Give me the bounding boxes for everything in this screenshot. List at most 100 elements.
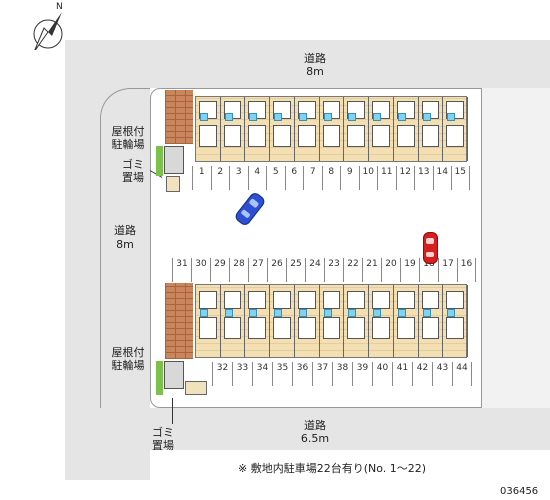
parking-space: 42: [412, 362, 432, 386]
parking-space: 14: [432, 166, 452, 190]
parking-space: 17: [438, 258, 457, 282]
parking-space: 20: [381, 258, 400, 282]
apartment-unit: [369, 97, 394, 161]
parking-space: 32: [212, 362, 232, 386]
garbage-box-bottom: [185, 381, 207, 395]
greenery-bottom: [156, 361, 163, 395]
brick-wall-bottom: [165, 283, 193, 359]
apartment-unit: [196, 97, 221, 161]
apartment-unit: [344, 285, 370, 357]
apartment-unit: [270, 97, 295, 161]
apartment-unit: [294, 285, 320, 357]
apartment-unit: [319, 97, 345, 161]
road-curb-top: [100, 88, 150, 408]
apartment-unit: [393, 285, 419, 357]
parking-space: 31: [172, 258, 191, 282]
bike-parking-bottom-label-2: 駐輪場: [111, 359, 145, 372]
apartment-unit: [418, 97, 444, 161]
building-bottom: [195, 284, 468, 358]
parking-space: 5: [266, 166, 285, 190]
parking-space: 2: [210, 166, 230, 190]
parking-space: 22: [343, 258, 362, 282]
parking-space: 8: [321, 166, 341, 190]
apartment-unit: [220, 285, 246, 357]
bike-shelter-top: [164, 146, 184, 174]
parking-space: 4: [247, 166, 267, 190]
road-bottom-width: 6.5m: [300, 432, 330, 445]
apartment-unit: [369, 285, 394, 357]
parking-note: ※ 敷地内駐車場22台有り(No. 1～22): [238, 462, 427, 475]
apartment-unit: [196, 285, 221, 357]
parking-space: 28: [229, 258, 248, 282]
parking-space: 36: [292, 362, 312, 386]
building-top: [195, 96, 468, 162]
greenery-top: [156, 146, 163, 176]
north-compass-icon: N: [28, 2, 70, 53]
parking-space: 41: [392, 362, 412, 386]
apartment-unit: [393, 97, 419, 161]
apartment-unit: [270, 285, 295, 357]
brick-wall-top: [165, 90, 193, 144]
parking-space: 19: [400, 258, 419, 282]
apartment-unit: [319, 285, 345, 357]
apartment-unit: [443, 285, 468, 357]
parking-space: 24: [305, 258, 324, 282]
listing-code: 036456: [500, 486, 539, 497]
parking-space: 43: [432, 362, 452, 386]
garbage-top-label-1: ゴミ: [122, 158, 144, 171]
parking-space: 33: [232, 362, 252, 386]
bike-shelter-bottom: [164, 361, 184, 389]
apartment-unit: [443, 97, 468, 161]
parking-space: 23: [324, 258, 343, 282]
garbage-bottom-label-2: 置場: [152, 439, 174, 452]
apartment-unit: [245, 285, 271, 357]
apartment-unit: [245, 97, 271, 161]
car-red-icon: [423, 232, 438, 264]
road-top-width: 8m: [306, 65, 324, 78]
parking-space: 3: [229, 166, 248, 190]
parking-space: 18: [419, 258, 438, 282]
north-label: N: [56, 2, 63, 12]
parking-space: 37: [312, 362, 332, 386]
parking-space: 16: [457, 258, 476, 282]
apartment-unit: [344, 97, 370, 161]
parking-space: 44: [452, 362, 472, 386]
parking-space: 38: [332, 362, 352, 386]
parking-space: 21: [362, 258, 381, 282]
parking-space: 29: [210, 258, 229, 282]
road-left-width: 8m: [116, 238, 134, 251]
parking-space: 26: [267, 258, 286, 282]
bike-parking-top-label-2: 駐輪場: [111, 138, 145, 151]
parking-space: 39: [352, 362, 372, 386]
parking-space: 9: [340, 166, 359, 190]
parking-space: 25: [286, 258, 305, 282]
garbage-top-label-2: 置場: [122, 171, 144, 184]
apartment-unit: [418, 285, 444, 357]
road-bottom: [65, 408, 550, 450]
parking-space: 13: [414, 166, 433, 190]
road-bottom-label: 道路: [304, 419, 326, 432]
parking-space: 1: [192, 166, 211, 190]
leader-line-bottom: [172, 398, 173, 424]
bike-parking-bottom-label-1: 屋根付: [111, 346, 145, 359]
garbage-box-top: [166, 176, 180, 192]
parking-space: 27: [248, 258, 267, 282]
bike-parking-top-label-1: 屋根付: [111, 125, 145, 138]
road-top-label: 道路: [304, 52, 326, 65]
road-left-label: 道路: [114, 224, 136, 237]
parking-space: 40: [372, 362, 392, 386]
parking-space: 10: [358, 166, 378, 190]
apartment-unit: [220, 97, 246, 161]
garbage-bottom-label-1: ゴミ: [152, 426, 174, 439]
road-right-strip: [482, 88, 550, 408]
parking-space: 30: [191, 258, 210, 282]
parking-space: 35: [272, 362, 292, 386]
parking-space: 12: [395, 166, 415, 190]
apartment-unit: [294, 97, 320, 161]
parking-space: 34: [252, 362, 272, 386]
parking-space: 11: [377, 166, 396, 190]
parking-space: 15: [451, 166, 470, 190]
